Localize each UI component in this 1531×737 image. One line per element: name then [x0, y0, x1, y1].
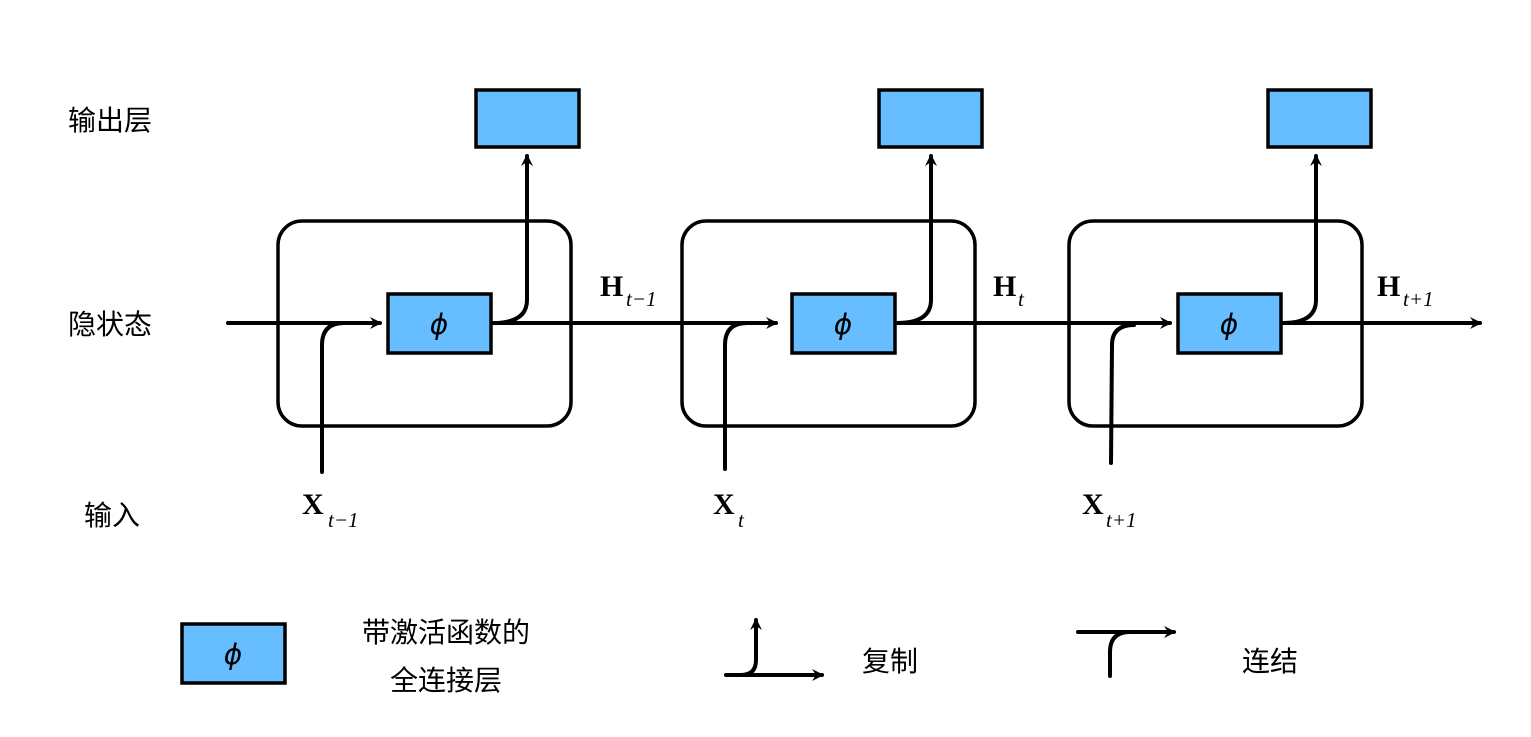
input-symbol: X: [713, 488, 735, 521]
copy-to-output-arrow: [1281, 154, 1322, 325]
rnn-cell-1: ϕ X t−1 H t−1: [276, 88, 778, 532]
input-concat-path: [723, 321, 749, 471]
hidden-subscript: t: [1018, 287, 1025, 311]
legend-fc-label-line1: 带激活函数的: [362, 616, 530, 649]
rnn-cell-2: ϕ X t H t: [680, 88, 1172, 532]
legend-copy-label: 复制: [862, 645, 918, 678]
fc-activation-box: [790, 292, 897, 355]
rnn-cell-3: ϕ X t+1 H t+1: [1067, 88, 1482, 532]
legend: ϕ 带激活函数的 全连接层 复制 连结: [180, 616, 1298, 697]
legend-copy: 复制: [724, 618, 918, 681]
hidden-subscript: t−1: [626, 287, 657, 311]
legend-fc-box: [180, 622, 287, 685]
legend-concat-label: 连结: [1242, 645, 1298, 678]
phi-symbol: ϕ: [834, 308, 852, 341]
hidden-state-label: 隐状态: [68, 308, 152, 341]
input-concat-path: [320, 321, 346, 474]
hidden-symbol: H: [600, 270, 623, 303]
hidden-symbol: H: [1377, 270, 1400, 303]
output-box: [474, 88, 581, 149]
output-box: [1266, 88, 1373, 149]
copy-to-output-arrow: [491, 154, 533, 325]
legend-fc-layer: ϕ 带激活函数的 全连接层: [180, 616, 530, 697]
phi-symbol: ϕ: [1220, 308, 1238, 341]
output-box: [877, 88, 984, 149]
phi-symbol: ϕ: [430, 308, 448, 341]
input-subscript: t: [738, 508, 745, 532]
copy-to-output-arrow: [895, 154, 937, 325]
input-label: 输入: [84, 499, 140, 532]
copy-icon-branch: [739, 618, 762, 677]
input-symbol: X: [1082, 488, 1104, 521]
hidden-subscript: t+1: [1403, 287, 1434, 311]
output-layer-label: 输出层: [68, 104, 152, 137]
input-subscript: t+1: [1106, 508, 1137, 532]
legend-concat: 连结: [1076, 626, 1298, 678]
hidden-symbol: H: [993, 270, 1016, 303]
input-symbol: X: [302, 488, 324, 521]
concat-icon-branch: [1108, 630, 1132, 678]
input-concat-path: [1109, 323, 1136, 465]
legend-phi-symbol: ϕ: [224, 638, 242, 671]
fc-activation-box: [386, 292, 493, 355]
legend-fc-label-line2: 全连接层: [390, 664, 502, 697]
input-subscript: t−1: [328, 508, 359, 532]
fc-activation-box: [1176, 292, 1283, 355]
